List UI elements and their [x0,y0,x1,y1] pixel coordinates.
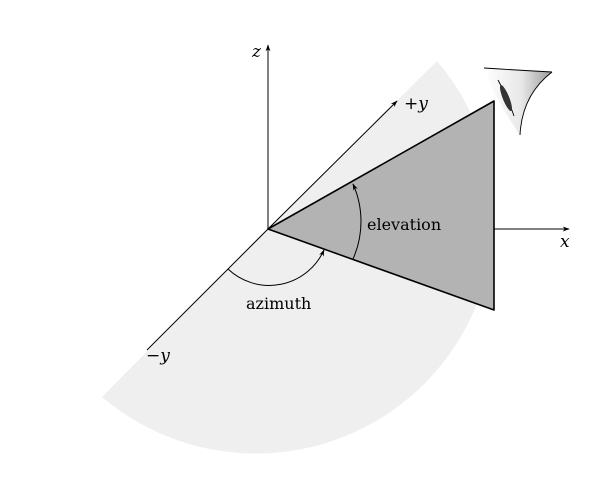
plus-y-axis [267,100,398,230]
azimuth-label: azimuth [246,294,311,313]
plus-y-axis-label: +y [404,94,428,114]
minus-y-axis-label: −y [146,346,170,366]
elevation-arc [352,183,362,260]
minus-y-axis [146,228,269,351]
z-axis-label: z [251,42,262,62]
elevation-label: elevation [367,215,441,234]
x-axis-label: x [560,232,570,252]
azimuth-arc [227,249,325,286]
elevation-triangle [267,100,495,311]
eye-icon [483,67,553,136]
